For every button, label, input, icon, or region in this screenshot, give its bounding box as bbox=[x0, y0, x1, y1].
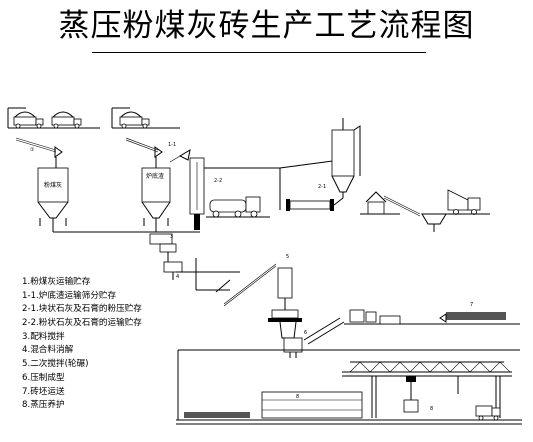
stage-tag-4: 4 bbox=[176, 274, 179, 280]
stage-tag-2-1: 2-1 bbox=[318, 184, 326, 190]
legend-item: 3.配料搅拌 bbox=[22, 331, 65, 342]
lime-mill-tube bbox=[286, 197, 344, 211]
incline-conveyor bbox=[215, 263, 277, 307]
lime-crusher-house bbox=[360, 191, 421, 217]
process-legend: 1.粉煤灰运输贮存 1-1.炉底渣运输筛分贮存 2-1.块状石灰及石膏的粉压贮存… bbox=[22, 276, 192, 413]
powder-tanker-truck bbox=[206, 196, 270, 218]
fly-ash-conveyor bbox=[15, 137, 63, 168]
autoclave-rail bbox=[176, 349, 522, 425]
bottom-slag-trucks bbox=[111, 107, 180, 129]
legend-item: 1.粉煤灰运输贮存 bbox=[22, 277, 91, 287]
autoclave-kiln bbox=[184, 391, 363, 419]
stage-tag-7: 7 bbox=[470, 302, 473, 308]
legend-item: 2-2.粉状石灰及石膏的运输贮存 bbox=[22, 318, 142, 329]
legend-item: 7.砖坯运送 bbox=[22, 386, 65, 397]
stage-tag-5: 5 bbox=[286, 254, 289, 260]
legend-item: 5.二次搅拌(轮碾) bbox=[22, 359, 89, 370]
powder-lime-silo bbox=[189, 157, 341, 230]
page-title: 蒸压粉煤灰砖生产工艺流程图 bbox=[58, 8, 475, 44]
fly-ash-silo-label: 粉煤灰 bbox=[44, 181, 62, 189]
legend-item: 8.蒸压养护 bbox=[22, 400, 65, 411]
brick-press bbox=[283, 309, 377, 358]
gantry-crane bbox=[342, 361, 512, 418]
stage-tag-8: 8 bbox=[296, 394, 299, 400]
stage-tag-8b: 8 bbox=[430, 406, 433, 412]
stage-tag-1-1: 1-1 bbox=[168, 142, 176, 148]
stage-tag-3: 3 bbox=[170, 234, 173, 240]
bottom-slag-conveyor bbox=[125, 137, 191, 168]
bottom-slag-silo-label: 炉底渣 bbox=[146, 172, 164, 180]
legend-item: 4.混合料消解 bbox=[22, 345, 74, 356]
green-brick-transfer bbox=[344, 312, 520, 325]
title-underline bbox=[92, 52, 426, 53]
lime-hopper bbox=[421, 213, 447, 232]
legend-item: 1-1.炉底渣运输筛分贮存 bbox=[22, 290, 117, 301]
legend-item: 6.压制成型 bbox=[22, 372, 65, 383]
wheel-mill bbox=[268, 267, 302, 339]
fly-ash-silo bbox=[37, 167, 69, 232]
bottom-slag-silo bbox=[141, 167, 171, 232]
fly-ash-trucks bbox=[7, 107, 100, 129]
lime-dump-truck bbox=[440, 189, 490, 215]
finished-brick-truck bbox=[475, 405, 501, 421]
legend-item: 2-1.块状石灰及石膏的粉压贮存 bbox=[22, 304, 142, 315]
stage-tag-1: ① bbox=[30, 147, 35, 153]
lump-lime-silo bbox=[331, 118, 361, 198]
slaking-silo bbox=[163, 258, 240, 291]
stage-tag-6: 6 bbox=[304, 330, 307, 336]
batching-hoppers bbox=[53, 231, 200, 262]
stage-tag-2-2: 2-2 bbox=[214, 178, 222, 184]
